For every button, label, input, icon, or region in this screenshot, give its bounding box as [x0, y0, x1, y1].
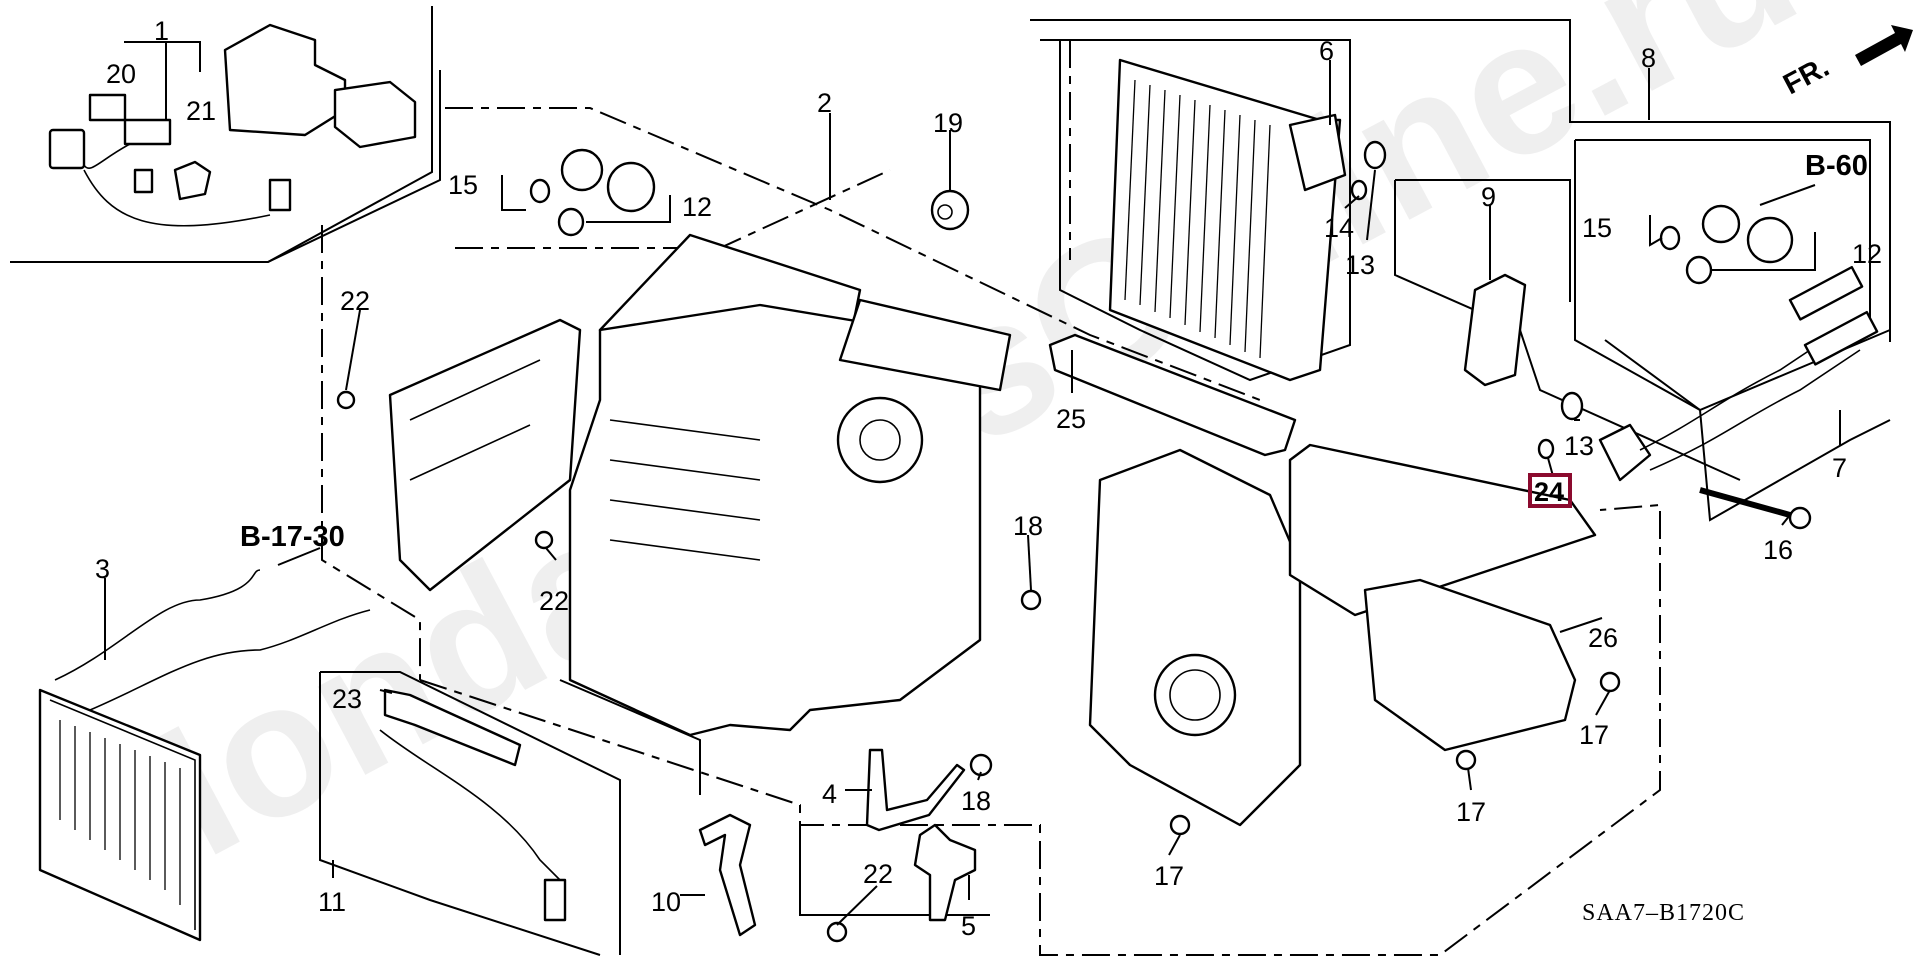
callout-22[interactable]: 22	[539, 586, 569, 616]
part-heater-core	[38, 569, 371, 942]
callout-9[interactable]: 9	[1481, 182, 1496, 212]
callout-13[interactable]: 13	[1345, 250, 1375, 280]
part-filter-lid	[1288, 443, 1597, 617]
callout-1[interactable]: 1	[154, 16, 169, 46]
callout-16[interactable]: 16	[1763, 535, 1793, 565]
part-bolt	[1699, 487, 1812, 530]
callout-22[interactable]: 22	[863, 859, 893, 889]
callout-12[interactable]: 12	[1852, 239, 1882, 269]
callout-24[interactable]: 24	[1534, 477, 1564, 507]
callout-13[interactable]: 13	[1564, 431, 1594, 461]
callout-19[interactable]: 19	[933, 108, 963, 138]
callout-6[interactable]: 6	[1319, 36, 1334, 66]
part-filter-cover	[1363, 578, 1577, 752]
part-drain-hose	[698, 813, 757, 937]
callout-20[interactable]: 20	[106, 59, 136, 89]
part-heater-housing	[568, 233, 1012, 737]
callout-7[interactable]: 7	[1832, 453, 1847, 483]
callout-4[interactable]: 4	[822, 779, 837, 809]
cross-reference-b60[interactable]: B-60	[1805, 150, 1868, 182]
callout-12[interactable]: 12	[682, 192, 712, 222]
heater-core-fins	[59, 720, 181, 905]
callout-11[interactable]: 11	[318, 887, 346, 917]
callout-15[interactable]: 15	[1582, 213, 1612, 243]
callout-14[interactable]: 14	[1324, 213, 1354, 243]
part-seals-c	[1537, 391, 1584, 460]
callout-17[interactable]: 17	[1456, 797, 1486, 827]
part-sensor	[913, 823, 977, 922]
part-side-panel	[388, 318, 582, 592]
part-filter-frame	[1048, 333, 1297, 457]
callout-25[interactable]: 25	[1056, 404, 1086, 434]
callout-26[interactable]: 26	[1588, 623, 1618, 653]
callout-2[interactable]: 2	[817, 88, 832, 118]
screws	[336, 390, 1621, 943]
callout-15[interactable]: 15	[448, 170, 478, 200]
callout-labels: 1 20 21 2 15 12 19 6 8 14 13 9 15 12 22 …	[95, 16, 1882, 941]
callout-22[interactable]: 22	[340, 286, 370, 316]
part-seals-b	[1659, 204, 1794, 285]
part-expansion-valve	[1463, 273, 1527, 387]
part-wire-harness	[48, 93, 292, 227]
part-seals-a	[529, 148, 656, 237]
callout-17[interactable]: 17	[1579, 720, 1609, 750]
part-evaporator	[1108, 58, 1387, 382]
callout-5[interactable]: 5	[961, 911, 976, 941]
cross-reference-b1730[interactable]: B-17-30	[240, 521, 345, 553]
part-grommet	[930, 189, 970, 231]
callout-18[interactable]: 18	[1013, 511, 1043, 541]
leader-lines	[104, 41, 1841, 926]
diagram-reference-code: SAA7–B1720C	[1582, 900, 1745, 926]
part-actuator-housing	[223, 23, 417, 149]
part-sensor-23	[379, 688, 567, 922]
evaporator-fins	[1124, 79, 1271, 359]
part-drain-hose-l	[865, 748, 966, 832]
part-pipe-assembly	[1598, 265, 1879, 482]
highlight-box-24	[1528, 473, 1572, 508]
callout-21[interactable]: 21	[186, 96, 216, 126]
callout-8[interactable]: 8	[1641, 43, 1656, 73]
arrow-icon	[1855, 25, 1913, 66]
callout-23[interactable]: 23	[332, 684, 362, 714]
callout-17[interactable]: 17	[1154, 861, 1184, 891]
callout-18[interactable]: 18	[961, 786, 991, 816]
part-blower-housing	[1088, 448, 1302, 827]
callout-10[interactable]: 10	[651, 887, 681, 917]
b60-arrow-line	[1759, 184, 1816, 206]
b1730-arrow-line	[277, 547, 321, 566]
callout-3[interactable]: 3	[95, 554, 110, 584]
